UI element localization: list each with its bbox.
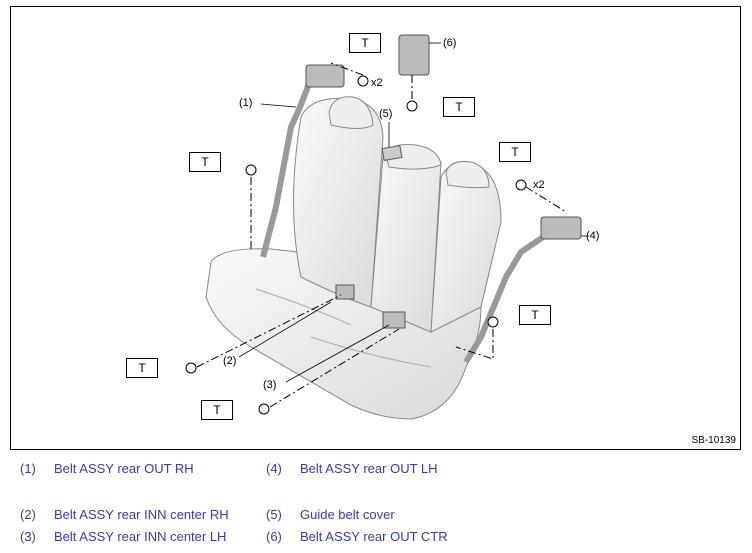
legend-text: Belt ASSY rear OUT CTR (300, 529, 448, 544)
torque-box: T (499, 142, 531, 162)
headrest-left (328, 96, 374, 129)
legend-item: (4) Belt ASSY rear OUT LH (266, 461, 438, 476)
bolt-buckle-lh (258, 403, 270, 415)
legend-num: (4) (266, 461, 282, 476)
torque-box: T (443, 97, 475, 117)
bolt-rh-upper (245, 164, 257, 176)
legend-item: (1) Belt ASSY rear OUT RH (20, 461, 194, 476)
torque-box: T (349, 33, 381, 53)
buckle-rh (335, 284, 355, 300)
legend-num: (1) (20, 461, 36, 476)
bolt-rh-x2 (357, 75, 369, 87)
figure-id: SB-10139 (691, 435, 736, 446)
belt-lh (463, 232, 548, 364)
legend-text: Guide belt cover (300, 507, 395, 522)
seat-back-center (370, 152, 442, 333)
torque-box: T (126, 358, 158, 378)
legend-text: Belt ASSY rear OUT LH (300, 461, 438, 476)
guide-belt-cover (381, 144, 403, 162)
diagram-frame: T T T T T T T x2 x2 (1) (2) (3) (4) (5) … (10, 6, 741, 450)
legend-num: (3) (20, 529, 36, 544)
callout-6: (6) (443, 37, 457, 49)
legend-item: (5) Guide belt cover (266, 507, 395, 522)
legend-text: Belt ASSY rear OUT RH (54, 461, 194, 476)
qty-label: x2 (533, 179, 545, 191)
leader-lines (196, 62, 567, 408)
legend-num: (5) (266, 507, 282, 522)
retractor-rh (305, 64, 345, 88)
seat-belt-illustration (185, 34, 589, 420)
legend-item: (2) Belt ASSY rear INN center RH (20, 507, 229, 522)
qty-label: x2 (371, 77, 383, 89)
legend-item: (3) Belt ASSY rear INN center LH (20, 529, 226, 544)
callout-4: (4) (586, 230, 600, 242)
headrest-right (445, 161, 490, 189)
bolt-lh-x2 (515, 179, 527, 191)
legend-num: (6) (266, 529, 282, 544)
legend-item: (6) Belt ASSY rear OUT CTR (266, 529, 448, 544)
retractor-lh (540, 216, 582, 240)
legend-text: Belt ASSY rear INN center RH (54, 507, 229, 522)
buckle-lh (382, 311, 406, 329)
callout-leaders (238, 42, 589, 383)
callout-5: (5) (379, 108, 393, 120)
legend-text: Belt ASSY rear INN center LH (54, 529, 227, 544)
bolt-ctr (406, 100, 418, 112)
bolt-buckle-rh (185, 362, 197, 374)
callout-2: (2) (223, 355, 237, 367)
torque-box: T (519, 305, 551, 325)
bolts (185, 75, 527, 415)
seat-back-left (293, 97, 384, 308)
torque-box: T (201, 400, 233, 420)
bolt-lh-lower (487, 316, 499, 328)
legend-num: (2) (20, 507, 36, 522)
retractor-ctr (398, 34, 430, 76)
callout-3: (3) (263, 379, 277, 391)
callout-1: (1) (239, 97, 253, 109)
torque-box: T (189, 152, 221, 172)
